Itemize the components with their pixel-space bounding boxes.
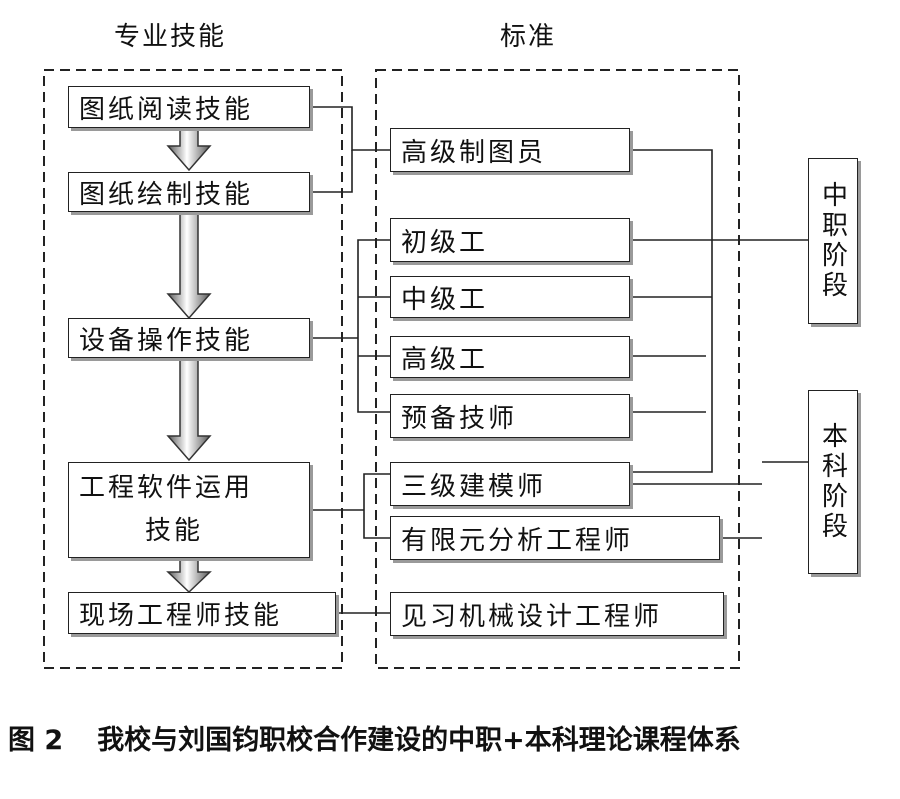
standard-label: 有限元分析工程师: [401, 525, 634, 556]
skill-label-line1: 工程软件运用: [79, 472, 254, 503]
figure-number: 图 2: [8, 725, 64, 756]
stage-secondary: 中职阶段: [808, 158, 858, 324]
skill-drawing-making: 图纸绘制技能: [68, 172, 310, 212]
standard-senior-worker: 高级工: [390, 336, 630, 378]
standard-label: 高级工: [401, 344, 489, 375]
stage-label: 本科阶段: [817, 422, 848, 542]
standards-column-title: 标准: [500, 22, 557, 52]
standard-prep-technician: 预备技师: [390, 394, 630, 438]
standard-intermediate-worker: 中级工: [390, 276, 630, 318]
standard-label: 初级工: [401, 227, 489, 258]
standard-junior-worker: 初级工: [390, 218, 630, 262]
line-software-standards: [363, 473, 390, 539]
flow-arrow: [166, 357, 212, 462]
line-draftsman-secondary: [630, 149, 713, 473]
flow-arrow: [166, 213, 212, 320]
standard-trainee-mech-engineer: 见习机械设计工程师: [390, 592, 724, 636]
skill-label: 图纸绘制技能: [79, 179, 254, 210]
skill-field-engineer: 现场工程师技能: [68, 592, 336, 634]
skill-drawing-reading: 图纸阅读技能: [68, 86, 310, 128]
skill-label: 现场工程师技能: [79, 600, 283, 631]
standard-label: 高级制图员: [401, 137, 547, 168]
skills-column-title: 专业技能: [114, 22, 227, 52]
stage-label: 中职阶段: [817, 181, 848, 301]
curriculum-diagram: 专业技能 标准 图纸阅读技能 图纸绘制技能 设备操作技能 工程软件运用 技能 现…: [43, 22, 858, 669]
skill-label: 图纸阅读技能: [79, 94, 254, 125]
flow-arrow: [166, 129, 212, 172]
skill-software-use: 工程软件运用 技能: [68, 462, 310, 558]
skill-label-line2: 技能: [144, 515, 203, 546]
figure-caption: 图 2 我校与刘国钧职校合作建设的中职+本科理论课程体系: [8, 718, 892, 757]
standard-fea-engineer: 有限元分析工程师: [390, 516, 720, 560]
stage-undergraduate: 本科阶段: [808, 390, 858, 574]
standard-label: 见习机械设计工程师: [401, 601, 663, 632]
skill-label: 设备操作技能: [79, 325, 254, 356]
line-making-draftsman: [310, 150, 353, 193]
standard-label: 中级工: [401, 284, 489, 315]
line-operation-standards: [357, 239, 390, 413]
standard-label: 预备技师: [401, 403, 518, 434]
connector-lines: [43, 69, 808, 669]
figure-caption-text: 我校与刘国钧职校合作建设的中职+本科理论课程体系: [97, 725, 741, 756]
standard-senior-draftsman: 高级制图员: [390, 128, 630, 172]
skill-equipment-operation: 设备操作技能: [68, 318, 310, 358]
skills-group-frame: [43, 69, 343, 669]
flow-arrow: [166, 557, 212, 594]
line-reading-draftsman: [310, 106, 390, 151]
standard-label: 三级建模师: [401, 471, 547, 502]
standard-level3-modeler: 三级建模师: [390, 462, 630, 506]
standards-group-frame: [375, 69, 740, 669]
